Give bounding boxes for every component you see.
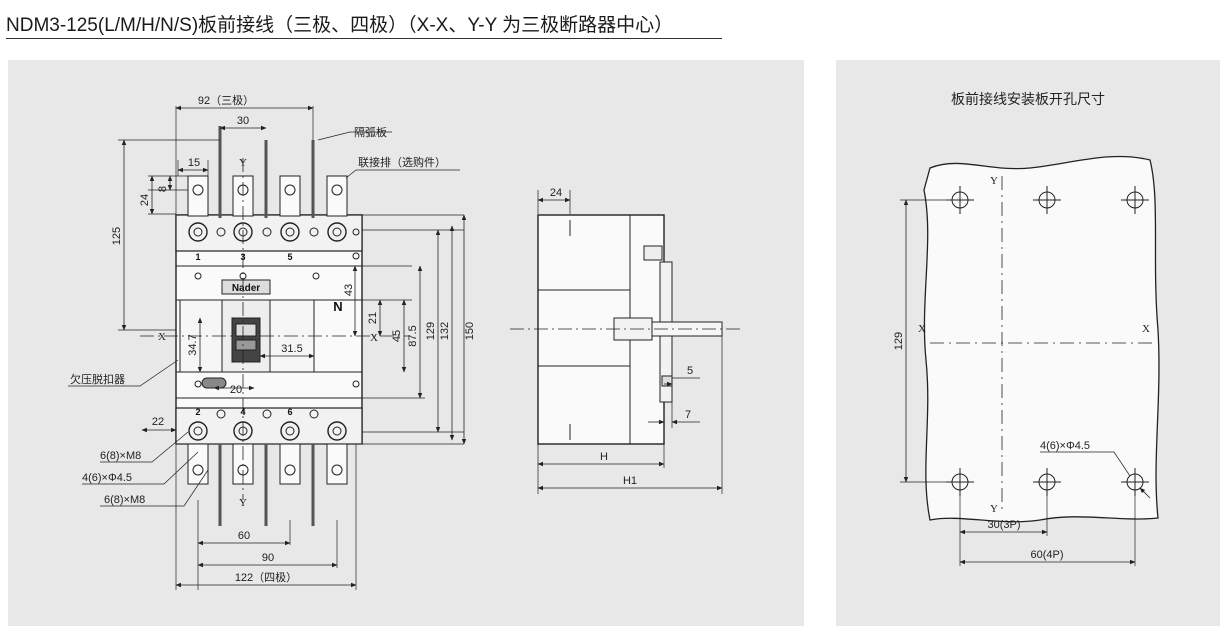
arc-barrier-label: 隔弧板 bbox=[354, 125, 387, 139]
cutout-axis-x-left: X bbox=[918, 323, 926, 335]
dim-width-3p: 92（三极） bbox=[198, 93, 254, 107]
side-view bbox=[510, 190, 740, 494]
title-underline bbox=[6, 38, 722, 39]
undervoltage-release-label: 欠压脱扣器 bbox=[70, 372, 125, 386]
dim-90: 90 bbox=[262, 552, 274, 564]
dim-width-4p: 122（四极） bbox=[235, 570, 297, 584]
side-dim-h: H bbox=[600, 451, 608, 463]
neutral-label: N bbox=[333, 299, 342, 314]
dim-pitch: 30 bbox=[237, 115, 249, 127]
axis-x-left: X bbox=[158, 331, 166, 343]
pole-label-4: 4 bbox=[240, 407, 245, 417]
pole-label-6: 6 bbox=[287, 407, 292, 417]
cutout-title: 板前接线安装板开孔尺寸 bbox=[951, 91, 1105, 107]
cutout-dim-30-3p: 30(3P) bbox=[987, 519, 1020, 531]
dim-150: 150 bbox=[464, 322, 476, 340]
pole-label-1: 1 bbox=[195, 252, 200, 262]
page-title: NDM3-125(L/M/H/N/S)板前接线（三极、四极）（X-X、Y-Y 为… bbox=[6, 15, 674, 36]
dim-132: 132 bbox=[439, 322, 451, 340]
cutout-drawing bbox=[900, 155, 1160, 566]
dim-24: 24 bbox=[139, 194, 151, 206]
top-screw-label: 6(8)×M8 bbox=[100, 450, 141, 462]
dim-125: 125 bbox=[111, 227, 123, 245]
pole-label-2: 2 bbox=[195, 407, 200, 417]
cutout-axis-x-right: X bbox=[1142, 323, 1150, 335]
axis-x-right: X bbox=[370, 332, 378, 344]
dim-43: 43 bbox=[343, 284, 355, 296]
cutout-dim-129: 129 bbox=[893, 332, 905, 350]
dim-22: 22 bbox=[152, 416, 164, 428]
side-dim-h1: H1 bbox=[623, 475, 637, 487]
side-dim-24: 24 bbox=[550, 187, 562, 199]
link-bar-label: 联接排（选购件） bbox=[358, 155, 446, 169]
dim-129: 129 bbox=[425, 322, 437, 340]
pole-label-5: 5 bbox=[287, 252, 292, 262]
axis-y-bottom: Y bbox=[239, 497, 247, 509]
brand-logo: Nader bbox=[232, 283, 260, 294]
cutout-dim-60-4p: 60(4P) bbox=[1030, 549, 1063, 561]
mounting-hole-label: 4(6)×Φ4.5 bbox=[82, 472, 132, 484]
dim-8: 8 bbox=[157, 186, 169, 192]
cutout-labels: 129 30(3P) 60(4P) 4(6)×Φ4.5 X X Y Y bbox=[893, 175, 1150, 561]
dim-87-5: 87.5 bbox=[407, 325, 419, 346]
dim-34-7: 34.7 bbox=[187, 334, 199, 355]
bottom-screw-label: 6(8)×M8 bbox=[104, 494, 145, 506]
top-link-bars bbox=[187, 175, 348, 217]
side-view-labels: 24 5 7 H H1 bbox=[550, 187, 693, 487]
axis-y-top: Y bbox=[239, 157, 247, 169]
dim-20: 20 bbox=[230, 384, 242, 396]
dim-45: 45 bbox=[391, 330, 403, 342]
cutout-axis-y-top: Y bbox=[990, 175, 998, 187]
dim-60: 60 bbox=[238, 530, 250, 542]
top-terminal-screws bbox=[188, 222, 360, 242]
front-view-labels: 92（三极） 30 15 8 24 125 43 21 45 87.5 129 … bbox=[70, 93, 476, 584]
cutout-hole-label: 4(6)×Φ4.5 bbox=[1040, 440, 1090, 452]
side-dim-7: 7 bbox=[685, 409, 691, 421]
side-dim-5: 5 bbox=[687, 365, 693, 377]
dim-21: 21 bbox=[367, 312, 379, 324]
dim-terminal-width: 15 bbox=[188, 157, 200, 169]
dim-31-5: 31.5 bbox=[281, 343, 302, 355]
front-view bbox=[68, 105, 467, 590]
cutout-axis-y-bottom: Y bbox=[990, 503, 998, 515]
pole-label-3: 3 bbox=[240, 252, 245, 262]
